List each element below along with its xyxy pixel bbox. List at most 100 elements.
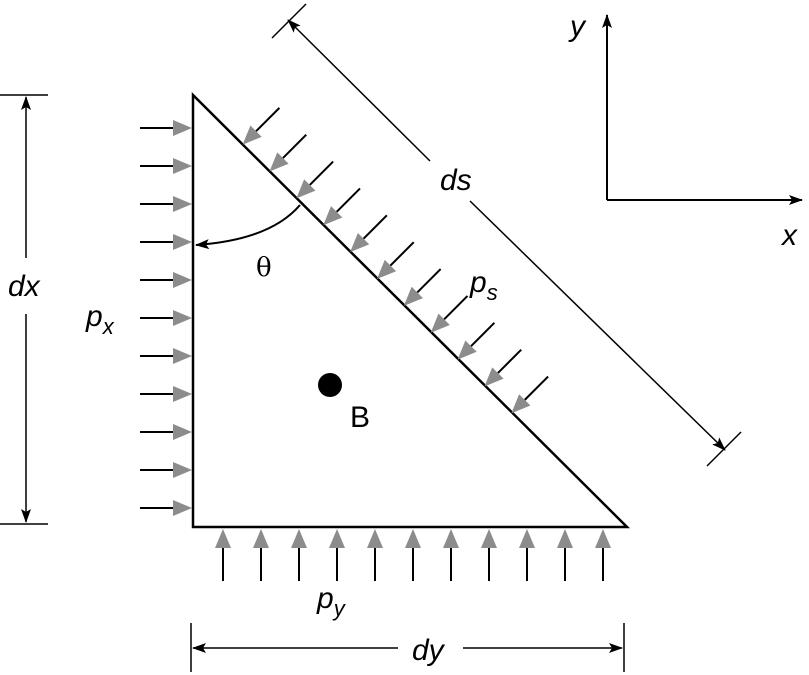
ps-label: ps — [469, 266, 498, 305]
py-pressure-arrows — [215, 529, 611, 581]
ds-dimension — [271, 3, 742, 467]
py-arrow-head — [443, 529, 459, 548]
ps-arrow-head — [242, 125, 262, 145]
px-arrow — [140, 386, 192, 402]
triangle-element — [191, 91, 631, 529]
px-arrow — [140, 272, 192, 288]
py-arrow — [443, 529, 459, 581]
ps-arrow-shaft — [335, 187, 361, 213]
ps-arrow-shaft — [443, 295, 469, 320]
px-arrow-head — [173, 120, 192, 136]
ps-arrow — [430, 295, 469, 333]
x-axis-label: x — [780, 219, 798, 252]
py-arrow-head — [253, 529, 269, 548]
py-arrow — [367, 529, 383, 581]
px-arrow — [140, 234, 192, 250]
ps-arrow — [511, 375, 549, 414]
ps-arrow — [376, 241, 415, 279]
ps-arrow-shaft — [255, 107, 281, 132]
py-label: py — [316, 582, 347, 621]
ps-arrow-shaft — [524, 375, 549, 401]
ds-line-lower — [469, 200, 726, 451]
dx-dimension — [0, 94, 48, 525]
py-arrow — [595, 529, 611, 581]
point-b-dot — [318, 373, 342, 397]
py-arrow-head — [405, 529, 421, 548]
ps-arrow-shaft — [497, 348, 522, 374]
y-axis-label: y — [568, 10, 587, 43]
px-arrow-head — [173, 158, 192, 174]
py-arrow-head — [595, 529, 611, 548]
ps-pressure-arrows — [242, 107, 549, 414]
ps-arrow-head — [484, 367, 504, 387]
point-b-label: B — [350, 401, 370, 434]
px-arrow-head — [173, 462, 192, 478]
ps-arrow — [269, 134, 307, 172]
theta-arc — [195, 204, 301, 250]
dy-dimension — [190, 623, 625, 672]
py-arrow-head — [557, 529, 573, 548]
ps-arrow — [484, 348, 522, 387]
ps-arrow-shaft — [282, 134, 307, 159]
px-arrow — [140, 120, 192, 136]
py-arrow — [215, 529, 231, 581]
py-arrow-head — [367, 529, 383, 548]
ps-label-sub: s — [487, 280, 498, 305]
ps-label-main: p — [469, 266, 487, 299]
py-arrow — [329, 529, 345, 581]
px-arrow — [140, 424, 192, 440]
dx-label: dx — [8, 270, 41, 303]
px-label: px — [85, 300, 115, 339]
px-arrow-head — [173, 386, 192, 402]
py-arrow-head — [291, 529, 307, 548]
py-arrow-head — [215, 529, 231, 548]
dy-label: dy — [412, 634, 446, 667]
theta-label: θ — [256, 253, 272, 283]
coordinate-axes — [602, 14, 803, 205]
ps-arrow-head — [457, 340, 477, 360]
ps-arrow-head — [323, 206, 343, 226]
ps-arrow-shaft — [470, 322, 496, 347]
ps-arrow-head — [269, 152, 289, 172]
px-arrow — [140, 196, 192, 212]
px-arrow — [140, 500, 192, 516]
px-arrow-head — [173, 196, 192, 212]
px-arrow — [140, 348, 192, 364]
px-arrow-head — [173, 272, 192, 288]
px-arrow — [140, 158, 192, 174]
ps-arrow — [403, 268, 442, 306]
py-arrow-head — [329, 529, 345, 548]
px-label-sub: x — [102, 314, 115, 339]
py-arrow — [405, 529, 421, 581]
ps-arrow — [457, 322, 496, 360]
px-label-main: p — [85, 300, 103, 333]
py-arrow — [557, 529, 573, 581]
ps-arrow-shaft — [389, 241, 415, 267]
px-arrow-head — [173, 424, 192, 440]
px-arrow-head — [173, 348, 192, 364]
ps-arrow-head — [350, 233, 370, 253]
py-arrow — [291, 529, 307, 581]
ps-arrow — [350, 214, 388, 253]
py-label-main: p — [316, 582, 334, 615]
py-label-sub: y — [332, 596, 347, 621]
ps-arrow-shaft — [416, 268, 442, 294]
px-arrow-head — [173, 500, 192, 516]
py-arrow — [253, 529, 269, 581]
ps-arrow — [323, 187, 361, 226]
ps-arrow-head — [376, 259, 397, 279]
ps-arrow-head — [430, 313, 450, 333]
px-pressure-arrows — [140, 120, 192, 516]
px-arrow — [140, 462, 192, 478]
py-arrow — [519, 529, 535, 581]
px-arrow-head — [173, 234, 192, 250]
ps-arrow — [242, 107, 281, 145]
ps-arrow-head — [511, 394, 531, 414]
px-arrow-head — [173, 310, 192, 326]
ps-arrow-shaft — [309, 160, 334, 186]
ps-arrow — [296, 160, 334, 199]
py-arrow-head — [481, 529, 497, 548]
ps-arrow-head — [296, 179, 316, 199]
py-arrow-head — [519, 529, 535, 548]
